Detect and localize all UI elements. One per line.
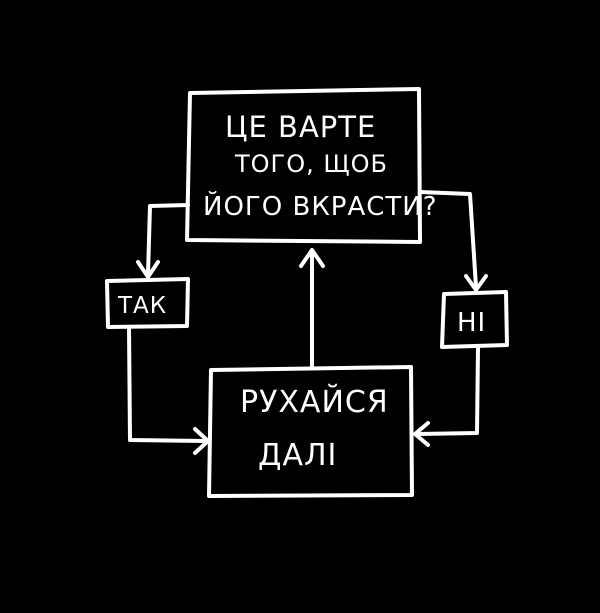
no-label: НІ (457, 308, 486, 338)
arrow-question-to-no (418, 190, 488, 292)
arrow-no-to-action (413, 346, 480, 447)
question-box: ЦЕ ВАРТЕ ТОГО, ЩОБ ЙОГО ВКРАСТИ? (185, 87, 438, 244)
question-line-3: ЙОГО ВКРАСТИ? (203, 190, 438, 222)
yes-label: ТАК (117, 293, 167, 319)
action-box: РУХАЙСЯ ДАЛІ (207, 365, 414, 498)
yes-label-box: ТАК (105, 277, 190, 329)
arrow-question-to-yes (136, 203, 190, 279)
arrow-action-to-question (299, 248, 325, 369)
no-label-box: НІ (440, 290, 509, 349)
action-line-2: ДАЛІ (258, 438, 337, 473)
question-line-2: ТОГО, ЩОБ (234, 150, 388, 178)
arrow-yes-to-action (127, 326, 210, 455)
question-line-1: ЦЕ ВАРТЕ (225, 110, 376, 144)
action-line-1: РУХАЙСЯ (240, 384, 389, 420)
